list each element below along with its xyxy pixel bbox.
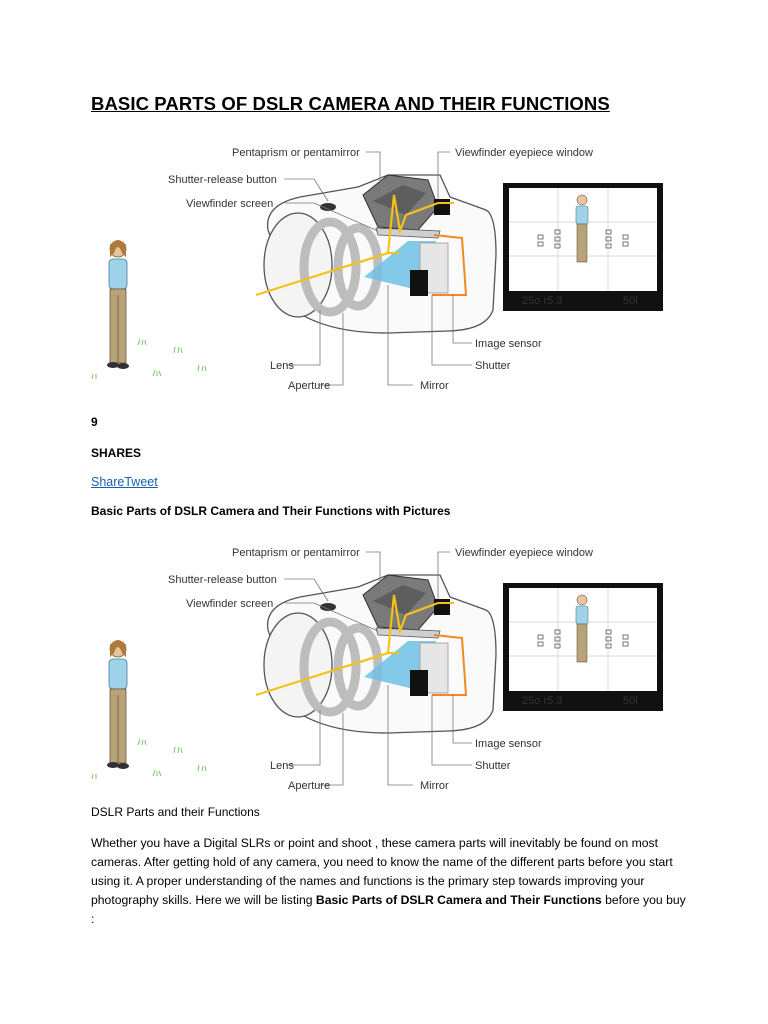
label-pentaprism: Pentaprism or pentamirror bbox=[232, 547, 360, 559]
dslr-diagram-svg: Pentaprism or pentamirror Shutter-releas… bbox=[91, 147, 663, 392]
label-image-sensor: Image sensor bbox=[475, 738, 542, 750]
label-image-sensor: Image sensor bbox=[475, 338, 542, 350]
label-lens: Lens bbox=[270, 760, 294, 772]
person-figure bbox=[107, 240, 129, 369]
page-title: BASIC PARTS OF DSLR CAMERA AND THEIR FUN… bbox=[91, 93, 610, 114]
label-viewfinder-eyepiece: Viewfinder eyepiece window bbox=[455, 547, 593, 559]
label-aperture: Aperture bbox=[288, 380, 330, 392]
label-shutter: Shutter bbox=[475, 360, 511, 372]
grass-tufts bbox=[91, 338, 207, 380]
label-shutter-release: Shutter-release button bbox=[168, 174, 277, 186]
dslr-diagram-1: Pentaprism or pentamirror Shutter-releas… bbox=[88, 135, 668, 400]
label-mirror: Mirror bbox=[420, 380, 449, 392]
paragraph-text: Whether you have a Digital SLRs or point… bbox=[91, 836, 673, 907]
viewfinder-inset: 25o r5.3 50l bbox=[503, 183, 663, 311]
dslr-diagram-svg: Pentaprism or pentamirror Shutter-releas… bbox=[91, 547, 663, 792]
label-mirror: Mirror bbox=[420, 780, 449, 792]
label-viewfinder-eyepiece: Viewfinder eyepiece window bbox=[455, 147, 593, 159]
paragraph-bold: Basic Parts of DSLR Camera and Their Fun… bbox=[315, 893, 602, 907]
dslr-diagram-2: Pentaprism or pentamirror Shutter-releas… bbox=[88, 535, 668, 800]
label-shutter: Shutter bbox=[475, 760, 511, 772]
lcd-exposure-right: 50l bbox=[623, 695, 638, 707]
label-pentaprism: Pentaprism or pentamirror bbox=[232, 147, 360, 159]
section-heading: DSLR Parts and their Functions bbox=[91, 805, 260, 819]
lcd-exposure-left: 25o r5.3 bbox=[522, 695, 562, 707]
camera-body bbox=[255, 574, 497, 734]
paragraph-tail: before you buy : bbox=[91, 893, 686, 926]
subheading: Basic Parts of DSLR Camera and Their Fun… bbox=[91, 504, 451, 518]
shares-label: SHARES bbox=[91, 446, 142, 460]
leader-lines bbox=[284, 551, 472, 786]
label-viewfinder-screen: Viewfinder screen bbox=[186, 598, 273, 610]
label-viewfinder-screen: Viewfinder screen bbox=[186, 198, 273, 210]
shares-count: 9 bbox=[91, 415, 98, 429]
share-tweet-link[interactable]: ShareTweet bbox=[91, 475, 158, 489]
intro-paragraph: Whether you have a Digital SLRs or point… bbox=[91, 834, 691, 929]
label-lens: Lens bbox=[270, 360, 294, 372]
camera-body bbox=[255, 174, 497, 334]
leader-lines bbox=[284, 151, 472, 386]
viewfinder-inset: 25o r5.3 50l bbox=[503, 583, 663, 711]
label-shutter-release: Shutter-release button bbox=[168, 574, 277, 586]
label-aperture: Aperture bbox=[288, 780, 330, 792]
lcd-exposure-left: 25o r5.3 bbox=[522, 295, 562, 307]
grass-tufts bbox=[91, 738, 207, 780]
person-figure bbox=[107, 640, 129, 769]
lcd-exposure-right: 50l bbox=[623, 295, 638, 307]
